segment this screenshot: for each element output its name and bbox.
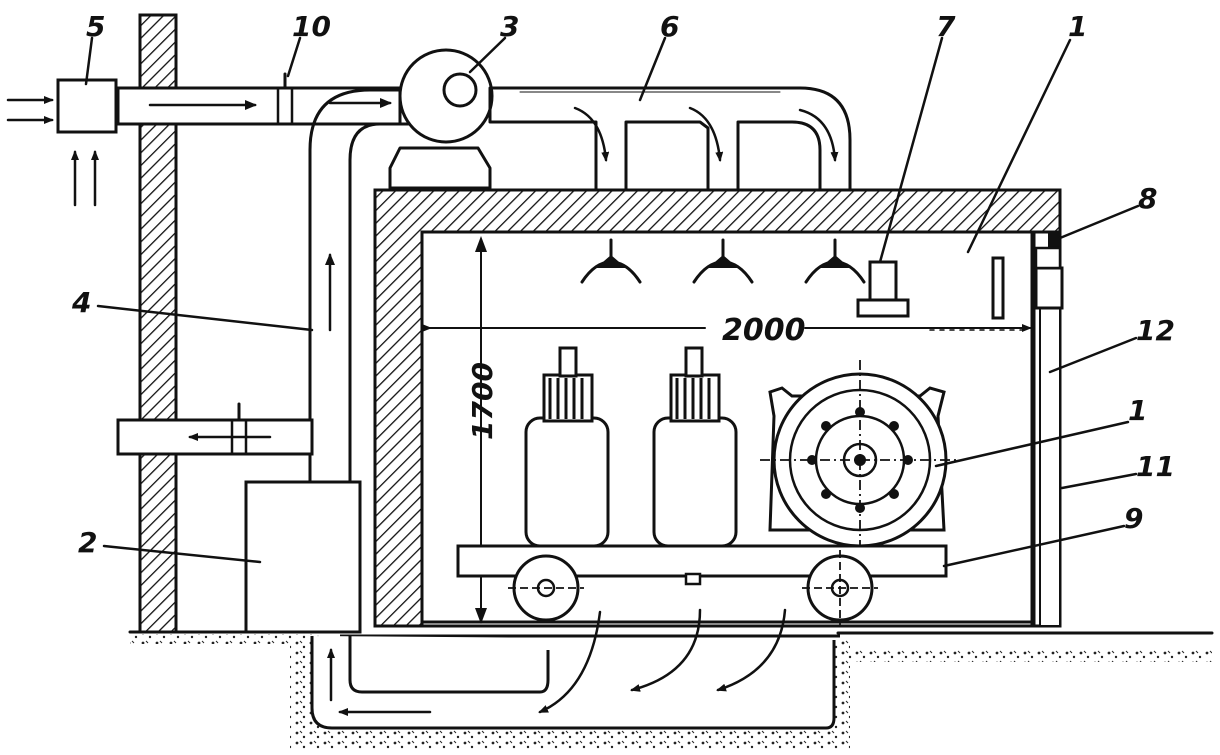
label-4: 4 [71,286,91,319]
label-12: 12 [1136,314,1175,347]
product-cylinder-2 [652,346,738,548]
return-duct-4 [308,88,402,634]
fan-3 [388,48,494,190]
label-7: 7 [936,10,956,43]
supply-duct-6 [488,86,852,232]
sensor-7 [856,260,910,318]
unit-2 [244,480,362,634]
label-2: 2 [78,526,97,559]
label-3: 3 [500,10,519,43]
label-9: 9 [1124,502,1143,535]
dimension-width: 2000 [422,313,1032,348]
dimension-height-label: 1700 [466,362,499,440]
label-6: 6 [660,10,679,43]
intake-pipe [116,72,410,126]
label-8: 8 [1138,182,1157,215]
leader-lines [84,36,1140,568]
label-11: 11 [1136,450,1175,483]
label-5: 5 [86,10,105,43]
label-1-motor: 1 [1128,394,1147,427]
nozzle-3 [804,238,866,284]
label-10: 10 [292,10,331,43]
nozzle-2 [692,238,754,284]
nozzle-1 [580,238,642,284]
exhaust-pipe [116,402,314,456]
filter-5 [6,78,118,207]
indicator-lamp [991,256,1005,320]
label-1-top: 1 [1068,10,1087,43]
underfloor-channel [310,608,836,730]
dimension-width-label: 2000 [722,313,806,348]
trolley-9 [456,544,948,626]
floor-grating [340,620,1034,638]
